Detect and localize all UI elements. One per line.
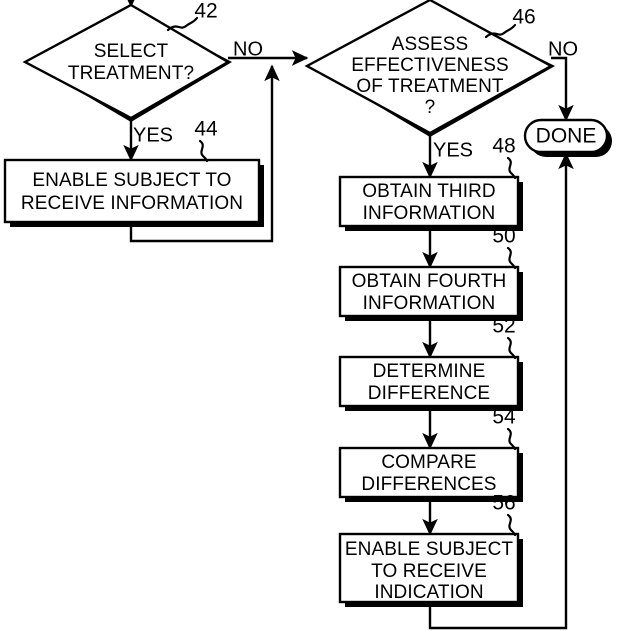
process-obtain-third-information[interactable]: OBTAIN THIRD INFORMATION <box>338 175 523 231</box>
decision-assess-line-3: ? <box>425 97 436 118</box>
ref-46: 46 <box>512 6 535 29</box>
decision-select-treatment-line-0: SELECT <box>94 41 169 62</box>
process-enable-indication-line-1: TO RECEIVE <box>371 561 487 582</box>
terminator-done[interactable]: DONE <box>523 118 612 157</box>
connector-assess-no-to-done <box>551 56 574 122</box>
process-obtain-third-line-0: OBTAIN THIRD <box>362 181 496 202</box>
process-enable-information-shape <box>3 158 261 224</box>
process-compare-differences-line-1: DIFFERENCES <box>361 474 496 495</box>
process-enable-subject-receive-information[interactable]: ENABLE SUBJECT TO RECEIVE INFORMATION <box>3 158 264 227</box>
connector-enable-information-feedback <box>129 64 280 243</box>
process-obtain-fourth-line-0: OBTAIN FOURTH <box>352 271 507 292</box>
ref-54-leader <box>506 427 517 451</box>
decision-assess-line-2: OF TREATMENT <box>356 76 504 97</box>
decision-select-treatment-shape <box>22 3 231 120</box>
terminator-done-shape <box>523 118 609 154</box>
process-compare-differences[interactable]: COMPARE DIFFERENCES <box>338 446 523 502</box>
process-compare-differences-line-0: COMPARE <box>381 452 476 473</box>
ref-56: 56 <box>492 492 515 515</box>
decision-select-treatment-yes-label: YES <box>133 124 173 146</box>
ref-56-leader <box>506 513 517 537</box>
ref-46-leader <box>484 23 517 39</box>
decision-select-treatment[interactable]: SELECT TREATMENT? <box>22 3 232 122</box>
ref-54: 54 <box>492 406 516 429</box>
process-obtain-fourth-information[interactable]: OBTAIN FOURTH INFORMATION <box>338 265 523 321</box>
ref-50-leader <box>506 246 517 270</box>
decision-assess-line-0: ASSESS <box>392 34 469 55</box>
process-determine-difference-line-1: DIFFERENCE <box>368 383 490 404</box>
process-enable-indication-line-0: ENABLE SUBJECT <box>345 539 514 560</box>
decision-assess-no-label: NO <box>548 38 578 60</box>
process-determine-difference-line-0: DETERMINE <box>373 361 486 382</box>
decision-select-treatment-no-label: NO <box>233 38 263 60</box>
terminator-done-label: DONE <box>536 125 597 148</box>
process-enable-information-line-1: RECEIVE INFORMATION <box>21 193 243 214</box>
ref-42-leader <box>166 16 199 32</box>
ref-44: 44 <box>194 118 218 141</box>
ref-48: 48 <box>492 135 515 158</box>
decision-select-treatment-line-1: TREATMENT? <box>68 63 194 84</box>
process-enable-indication-line-2: INDICATION <box>374 582 483 603</box>
process-determine-difference[interactable]: DETERMINE DIFFERENCE <box>338 355 523 411</box>
ref-50: 50 <box>492 225 515 248</box>
ref-52-leader <box>506 336 517 360</box>
process-enable-information-line-0: ENABLE SUBJECT TO <box>32 170 231 191</box>
ref-44-leader <box>198 139 209 163</box>
process-enable-indication-shape <box>338 532 520 604</box>
process-obtain-fourth-line-1: INFORMATION <box>363 293 496 314</box>
process-compare-differences-shape <box>338 446 520 499</box>
process-determine-difference-shape <box>338 355 520 408</box>
process-obtain-third-line-1: INFORMATION <box>363 203 496 224</box>
process-obtain-third-shape <box>338 175 520 228</box>
process-obtain-fourth-shape <box>338 265 520 318</box>
process-enable-subject-receive-indication[interactable]: ENABLE SUBJECT TO RECEIVE INDICATION <box>338 532 523 607</box>
decision-assess-line-1: EFFECTIVENESS <box>351 55 509 76</box>
decision-assess-yes-label: YES <box>433 139 473 161</box>
ref-48-leader <box>506 156 517 180</box>
connector-enable-indication-to-done <box>428 152 574 630</box>
ref-52: 52 <box>492 315 515 338</box>
ref-42: 42 <box>194 0 217 23</box>
